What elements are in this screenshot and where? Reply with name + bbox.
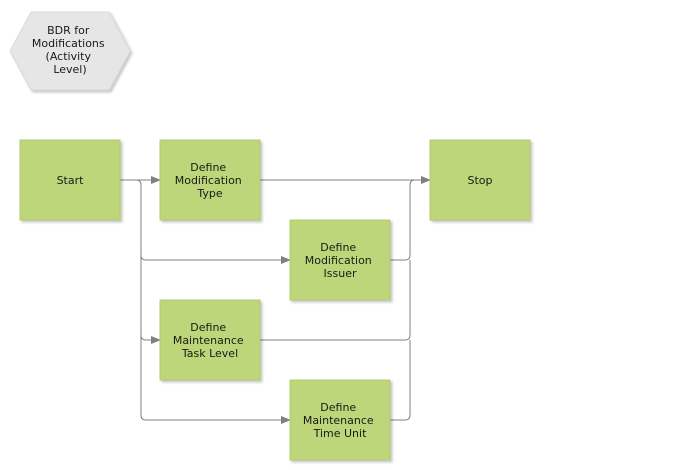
- node-label: Modification: [305, 254, 372, 267]
- title-badge-line: Level): [53, 63, 86, 76]
- svg-text:BDR for Modifications: BDR for Modifications (Activity Level): [32, 24, 108, 76]
- connectors: [120, 176, 431, 424]
- title-badge-line: Modifications: [32, 37, 105, 50]
- node-stop[interactable]: Stop: [429, 139, 531, 221]
- node-define-maintenance-time-unit[interactable]: Define Maintenance Time Unit: [289, 379, 391, 461]
- node-label: Type: [196, 187, 222, 200]
- node-define-maintenance-task-level[interactable]: Define Maintenance Task Level: [159, 299, 261, 381]
- connector-start-to-maintenance-time-unit: [140, 335, 291, 424]
- connector-maintenance-time-unit-to-stop: [390, 340, 411, 421]
- node-label: Define: [320, 401, 356, 414]
- diagram-title-badge: BDR for Modifications (Activity Level): [9, 11, 131, 91]
- node-label: Modification: [175, 174, 242, 187]
- svg-text:Define Maintenance: Define Maintenance Time Unit: [303, 401, 377, 440]
- connector-start-to-maintenance-task-level: [140, 255, 161, 344]
- node-label: Maintenance: [173, 334, 244, 347]
- node-label: Define: [190, 321, 226, 334]
- title-badge-line: BDR for: [47, 24, 90, 37]
- node-start[interactable]: Start: [19, 139, 121, 221]
- svg-text:Stop: Stop: [467, 174, 492, 187]
- svg-text:Define Modification: Define Modification Type: [175, 161, 246, 200]
- node-define-modification-issuer[interactable]: Define Modification Issuer: [289, 219, 391, 301]
- svg-text:Define Modification: Define Modification Issuer: [305, 241, 376, 280]
- node-label: Task Level: [181, 347, 238, 360]
- node-label: Start: [57, 174, 85, 187]
- connector-maintenance-task-level-to-stop: [260, 260, 411, 341]
- title-badge-line: (Activity: [46, 50, 92, 63]
- svg-text:Start: Start: [57, 174, 85, 187]
- connector-modification-issuer-to-stop: [390, 179, 416, 261]
- node-label: Define: [320, 241, 356, 254]
- node-define-modification-type[interactable]: Define Modification Type: [159, 139, 261, 221]
- node-label: Issuer: [324, 267, 357, 280]
- node-label: Time Unit: [313, 427, 367, 440]
- node-label: Stop: [467, 174, 492, 187]
- node-label: Maintenance: [303, 414, 374, 427]
- node-label: Define: [190, 161, 226, 174]
- svg-text:Define Maintenance: Define Maintenance Task Level: [173, 321, 247, 360]
- connector-start-to-modification-issuer: [120, 179, 291, 264]
